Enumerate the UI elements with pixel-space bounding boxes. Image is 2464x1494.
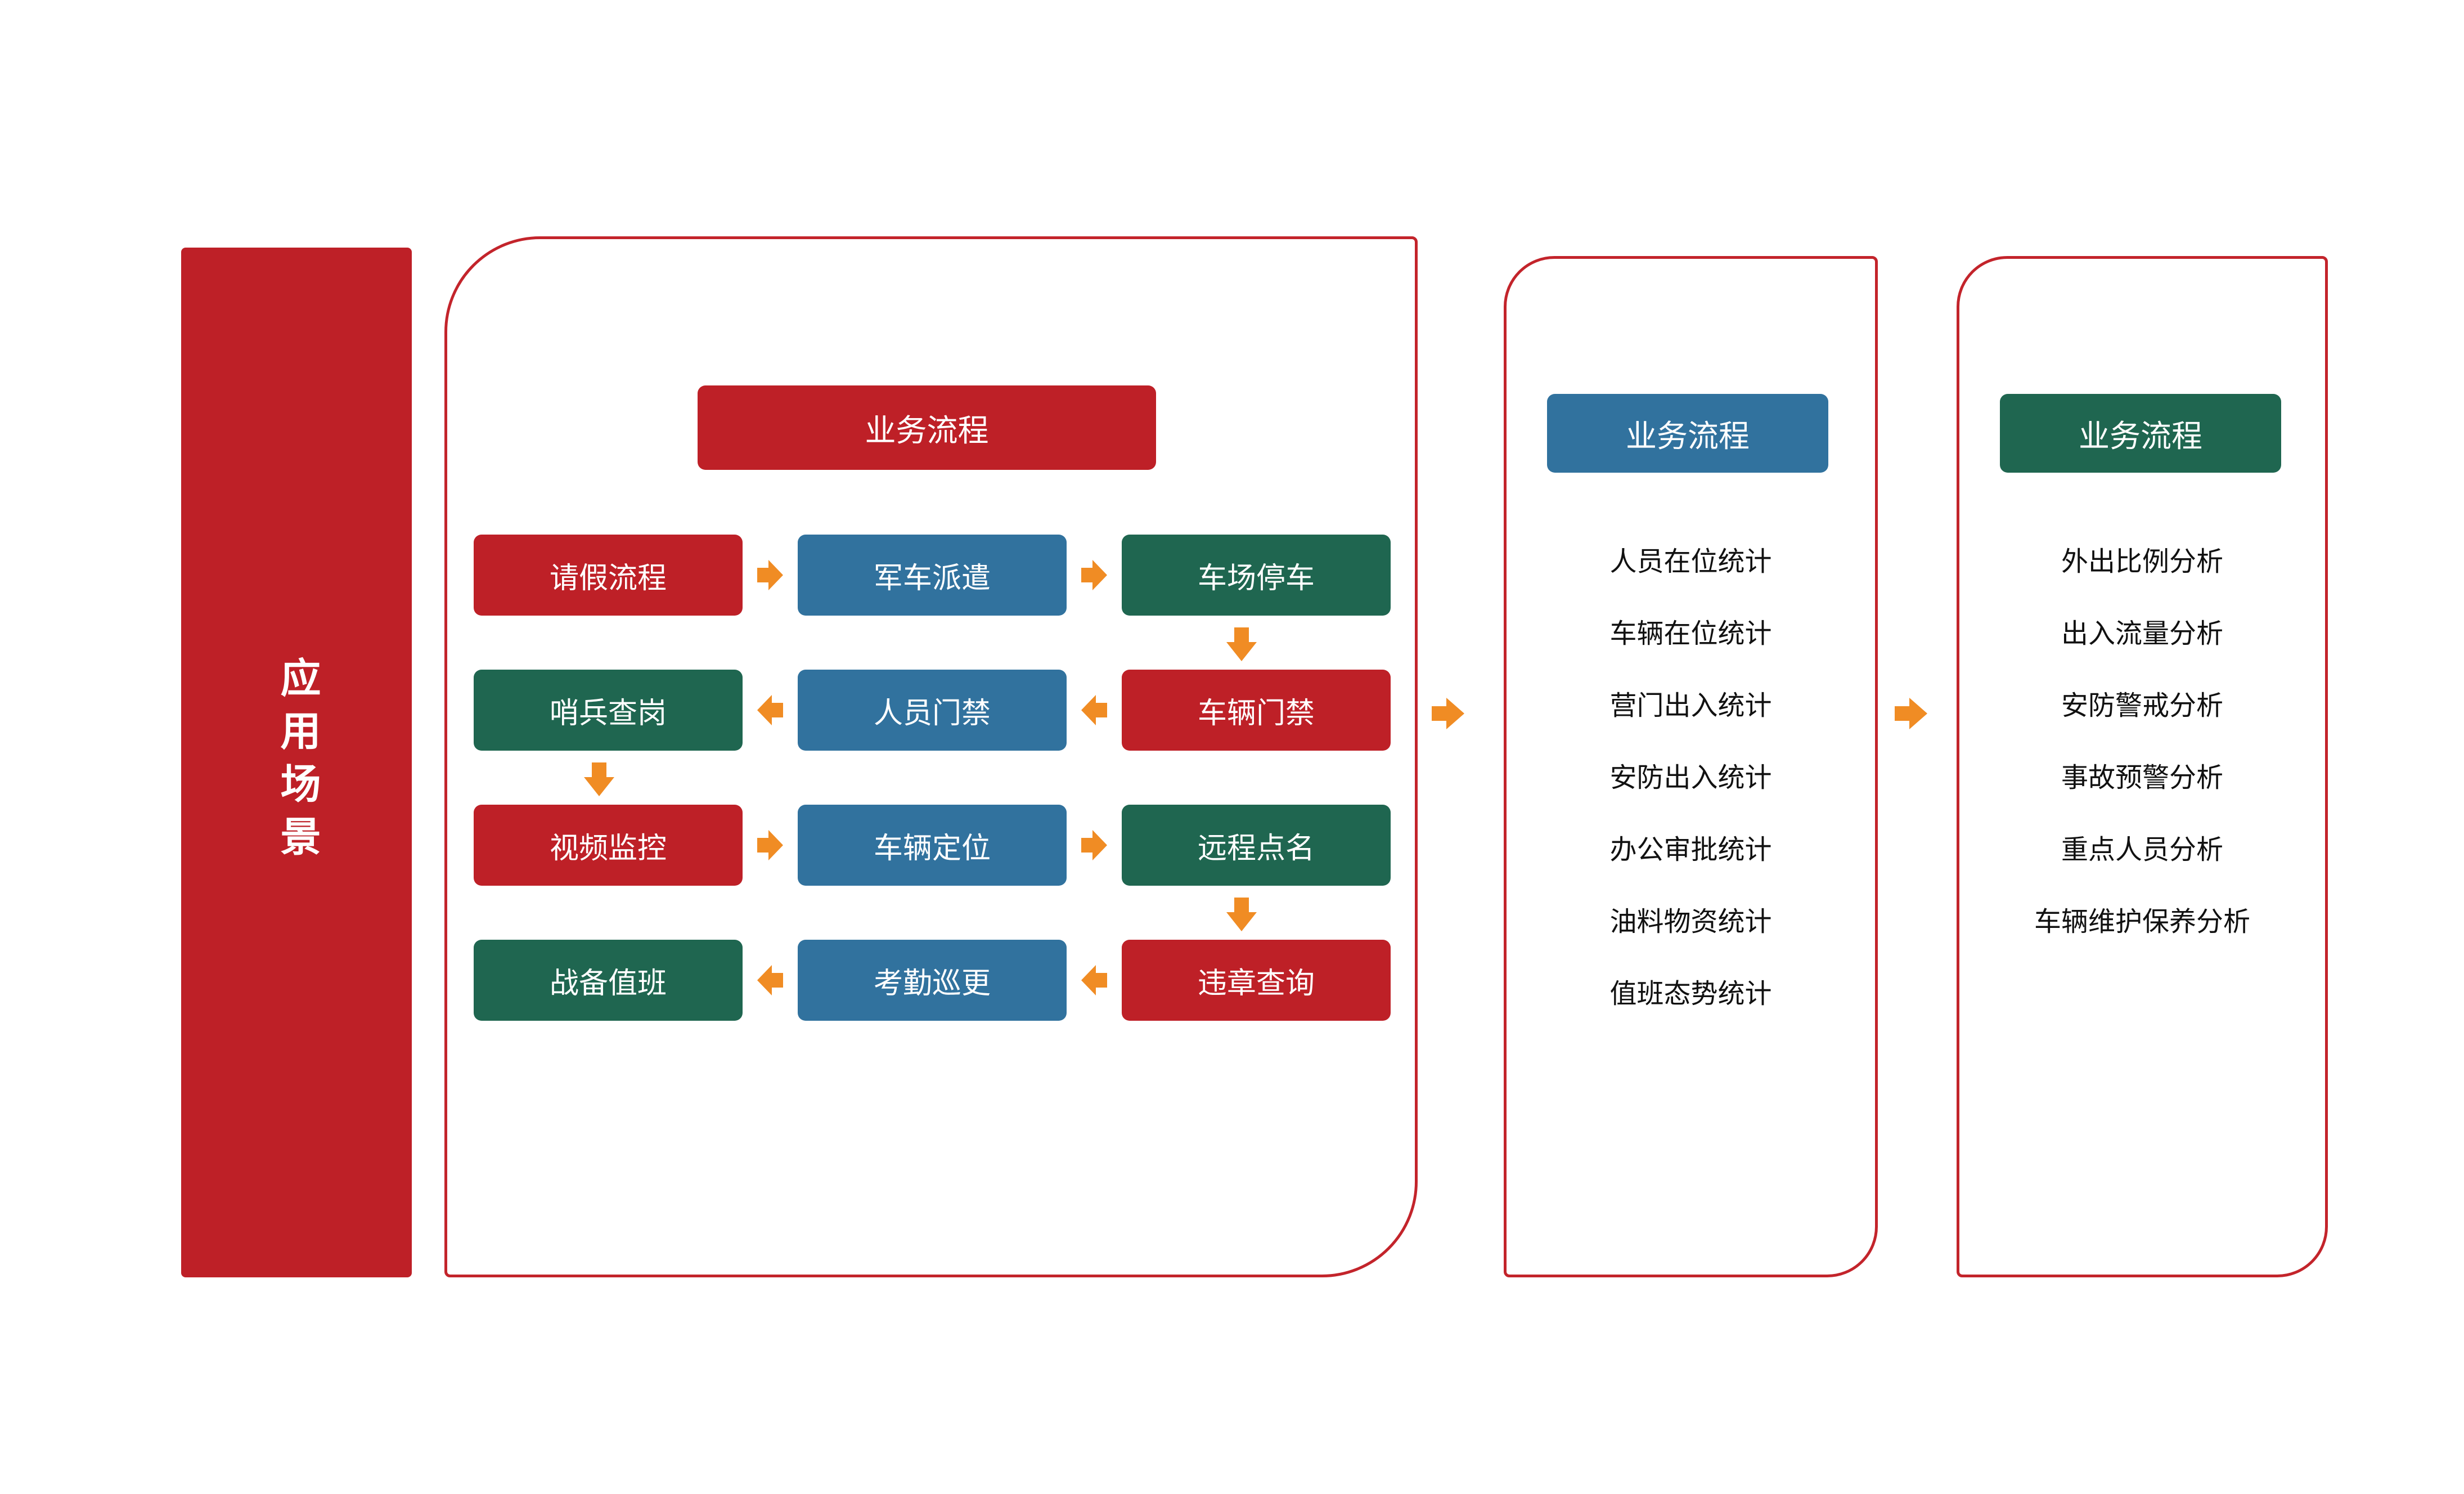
panel-analysis-header: 业务流程 [2000, 394, 2281, 473]
panel-process-header: 业务流程 [698, 385, 1156, 470]
list-item[interactable]: 人员在位统计 [1609, 547, 1772, 577]
scenario-bar: 应用场景 [181, 248, 412, 1277]
flow-connector [743, 805, 798, 886]
flow-row: 战备值班 考勤巡更 违章查询 [474, 940, 1391, 1021]
arrow-down-icon [584, 762, 614, 798]
process-flow-grid: 请假流程 军车派遣 车场停车 哨兵查岗 人员门禁 车辆门禁 视频监控 车辆定位 … [474, 535, 1391, 1041]
flow-row: 哨兵查岗 人员门禁 车辆门禁 [474, 670, 1391, 751]
flow-connector [1067, 805, 1122, 886]
list-item[interactable]: 出入流量分析 [2061, 619, 2223, 649]
arrow-right-icon [1432, 698, 1464, 729]
flow-cell-attendance-patrol[interactable]: 考勤巡更 [798, 940, 1067, 1021]
flow-connector [743, 535, 798, 616]
list-item[interactable]: 安防警戒分析 [2061, 691, 2223, 721]
flow-cell-vehicle-access-control[interactable]: 车辆门禁 [1122, 670, 1391, 751]
list-item[interactable]: 车辆在位统计 [1609, 619, 1772, 649]
arrow-left-icon [1081, 965, 1107, 995]
panel-statistics-header: 业务流程 [1547, 394, 1828, 473]
list-item[interactable]: 车辆维护保养分析 [2034, 907, 2250, 937]
flow-cell-remote-roll-call[interactable]: 远程点名 [1122, 805, 1391, 886]
statistics-list: 人员在位统计 车辆在位统计 营门出入统计 安防出入统计 办公审批统计 油料物资统… [1504, 526, 1878, 1030]
flow-connector [1067, 670, 1122, 751]
arrow-right-icon [757, 830, 783, 860]
list-item[interactable]: 外出比例分析 [2061, 547, 2223, 577]
flow-cell-vehicle-positioning[interactable]: 车辆定位 [798, 805, 1067, 886]
flow-cell-leave-process[interactable]: 请假流程 [474, 535, 743, 616]
arrow-down-icon [1226, 898, 1257, 934]
arrow-right-icon [1081, 830, 1107, 860]
flow-connector [1067, 535, 1122, 616]
analysis-list: 外出比例分析 出入流量分析 安防警戒分析 事故预警分析 重点人员分析 车辆维护保… [1957, 526, 2328, 958]
arrow-right-icon [1081, 560, 1107, 590]
arrow-left-icon [1081, 695, 1107, 725]
flow-cell-violation-query[interactable]: 违章查询 [1122, 940, 1391, 1021]
flow-row: 请假流程 军车派遣 车场停车 [474, 535, 1391, 616]
list-item[interactable]: 办公审批统计 [1609, 835, 1772, 865]
flow-cell-parking-lot[interactable]: 车场停车 [1122, 535, 1391, 616]
flow-connector [743, 670, 798, 751]
arrow-left-icon [757, 965, 783, 995]
flow-cell-combat-readiness-duty[interactable]: 战备值班 [474, 940, 743, 1021]
flow-cell-sentry-inspection[interactable]: 哨兵查岗 [474, 670, 743, 751]
list-item[interactable]: 安防出入统计 [1609, 763, 1772, 793]
list-item[interactable]: 值班态势统计 [1609, 979, 1772, 1009]
list-item[interactable]: 营门出入统计 [1609, 691, 1772, 721]
arrow-right-icon [1895, 698, 1927, 729]
flow-cell-personnel-access-control[interactable]: 人员门禁 [798, 670, 1067, 751]
scenario-bar-label: 应用场景 [274, 657, 319, 868]
flow-cell-video-surveillance[interactable]: 视频监控 [474, 805, 743, 886]
flow-cell-military-vehicle-dispatch[interactable]: 军车派遣 [798, 535, 1067, 616]
arrow-right-icon [757, 560, 783, 590]
list-item[interactable]: 事故预警分析 [2061, 763, 2223, 793]
list-item[interactable]: 油料物资统计 [1609, 907, 1772, 937]
flow-row: 视频监控 车辆定位 远程点名 [474, 805, 1391, 886]
arrow-left-icon [757, 695, 783, 725]
flow-connector [1067, 940, 1122, 1021]
arrow-down-icon [1226, 627, 1257, 663]
flow-connector [743, 940, 798, 1021]
list-item[interactable]: 重点人员分析 [2061, 835, 2223, 865]
